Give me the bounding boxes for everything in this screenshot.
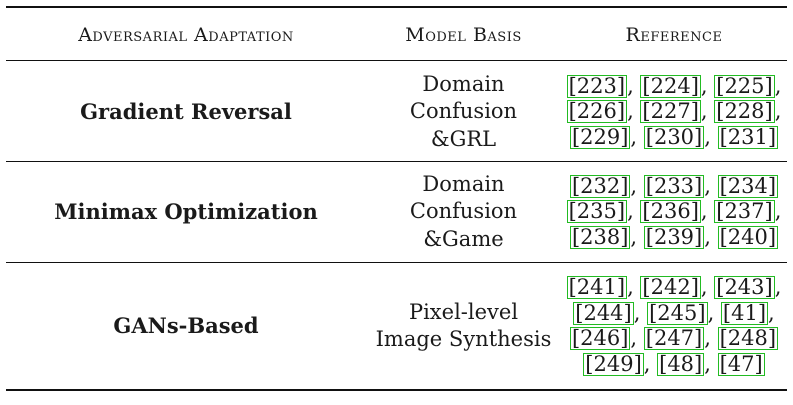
basis-cell: Domain Confusion &Game [366,164,561,260]
header-model-basis: Model Basis [366,10,561,60]
citation-separator: , [700,73,715,98]
citation-link[interactable]: [227] [640,99,701,124]
reference-line: [238], [239], [240] [569,224,779,251]
citation-link[interactable]: [230] [643,124,705,149]
citation-separator: , [700,275,715,299]
basis-line: Domain [422,171,505,196]
basis-line: &GRL [430,126,497,151]
basis-cell: Pixel-level Image Synthesis [366,265,561,387]
citation-separator: , [707,300,721,325]
reference-cell: [223], [224], [225],[226], [227], [228],… [561,64,787,160]
citation-link[interactable]: [242] [640,275,701,299]
basis-line: Domain [422,71,505,96]
citation-separator: , [704,351,718,376]
row-rule [6,161,787,162]
citation-link[interactable]: [244] [573,300,634,325]
reference-line: [235], [236], [237], [566,199,782,225]
citation-link[interactable]: [240] [717,224,779,249]
citation-link[interactable]: [223] [566,73,628,98]
citation-separator: , [643,351,658,376]
citation-separator: , [704,326,718,350]
line-end-comma: , [774,199,782,224]
header-reference: Reference [561,10,787,60]
reference-cell: [232], [233], [234][235], [236], [237],[… [561,164,787,260]
method-cell: Minimax Optimization [6,164,366,260]
citation-separator: , [630,224,644,249]
citation-link[interactable]: [224] [640,73,701,98]
basis-cell: Domain Confusion &GRL [366,64,561,160]
basis-line: Pixel-level [408,299,519,324]
reference-line: [246], [247], [248] [569,326,779,352]
citation-link[interactable]: [41] [720,300,769,325]
citation-link[interactable]: [237] [714,199,775,224]
citation-separator: , [704,224,718,249]
top-rule [6,6,787,8]
citation-link[interactable]: [249] [583,351,644,376]
reference-line: [241], [242], [243], [566,275,782,301]
header-label: Adversarial Adaptation [78,24,294,46]
citation-separator: , [633,300,648,325]
citation-link[interactable]: [239] [643,224,705,249]
method-cell: GANs-Based [6,265,366,387]
citation-link[interactable]: [48] [657,351,705,376]
citation-separator: , [630,173,644,198]
header-rule [6,60,787,61]
citation-separator: , [704,173,718,198]
method-name: GANs-Based [113,313,259,338]
reference-line: [229], [230], [231] [569,124,779,151]
bottom-rule [6,389,787,391]
row-rule [6,262,787,263]
header-label: Model Basis [405,24,522,46]
reference-line: [244], [245], [41], [573,300,775,327]
citation-separator: , [630,124,644,149]
citation-separator: , [627,99,641,124]
method-name: Gradient Reversal [80,99,292,124]
citation-link[interactable]: [246] [569,326,631,350]
reference-cell: [241], [242], [243],[244], [245], [41],[… [561,265,787,387]
citation-separator: , [700,199,715,224]
basis-line: &Game [423,226,504,251]
citation-link[interactable]: [245] [647,300,708,325]
citation-link[interactable]: [226] [566,99,628,124]
reference-line: [223], [224], [225], [566,73,782,100]
citation-link[interactable]: [228] [714,99,775,124]
citation-separator: , [627,275,641,299]
line-end-comma: , [774,99,782,124]
citation-separator: , [627,199,641,224]
reference-line: [232], [233], [234] [569,173,779,200]
citation-separator: , [630,326,644,350]
basis-line: Confusion [409,199,518,224]
citation-link[interactable]: [235] [566,199,628,224]
line-end-comma: , [774,275,782,299]
citation-link[interactable]: [234] [717,173,779,198]
citation-link[interactable]: [229] [569,124,631,149]
reference-line: [226], [227], [228], [566,99,782,125]
basis-line: Confusion [409,99,518,124]
citation-separator: , [700,99,715,124]
citation-separator: , [627,73,641,98]
citation-link[interactable]: [231] [717,124,779,149]
citation-link[interactable]: [243] [714,275,775,299]
citation-link[interactable]: [47] [717,351,765,376]
reference-line: [249], [48], [47] [583,351,765,378]
header-label: Reference [625,24,723,46]
citation-link[interactable]: [238] [569,224,631,249]
citation-link[interactable]: [248] [717,326,779,350]
citation-link[interactable]: [247] [643,326,705,350]
method-name: Minimax Optimization [54,199,318,224]
citation-link[interactable]: [232] [569,173,631,198]
method-cell: Gradient Reversal [6,64,366,160]
line-end-comma: , [774,73,782,98]
basis-line: Image Synthesis [375,327,552,351]
citation-link[interactable]: [236] [640,199,701,224]
citation-link[interactable]: [241] [566,275,628,299]
citation-separator: , [704,124,718,149]
line-end-comma: , [768,300,775,325]
citation-link[interactable]: [233] [643,173,705,198]
header-adversarial-adaptation: Adversarial Adaptation [6,10,366,60]
citation-link[interactable]: [225] [714,73,775,98]
